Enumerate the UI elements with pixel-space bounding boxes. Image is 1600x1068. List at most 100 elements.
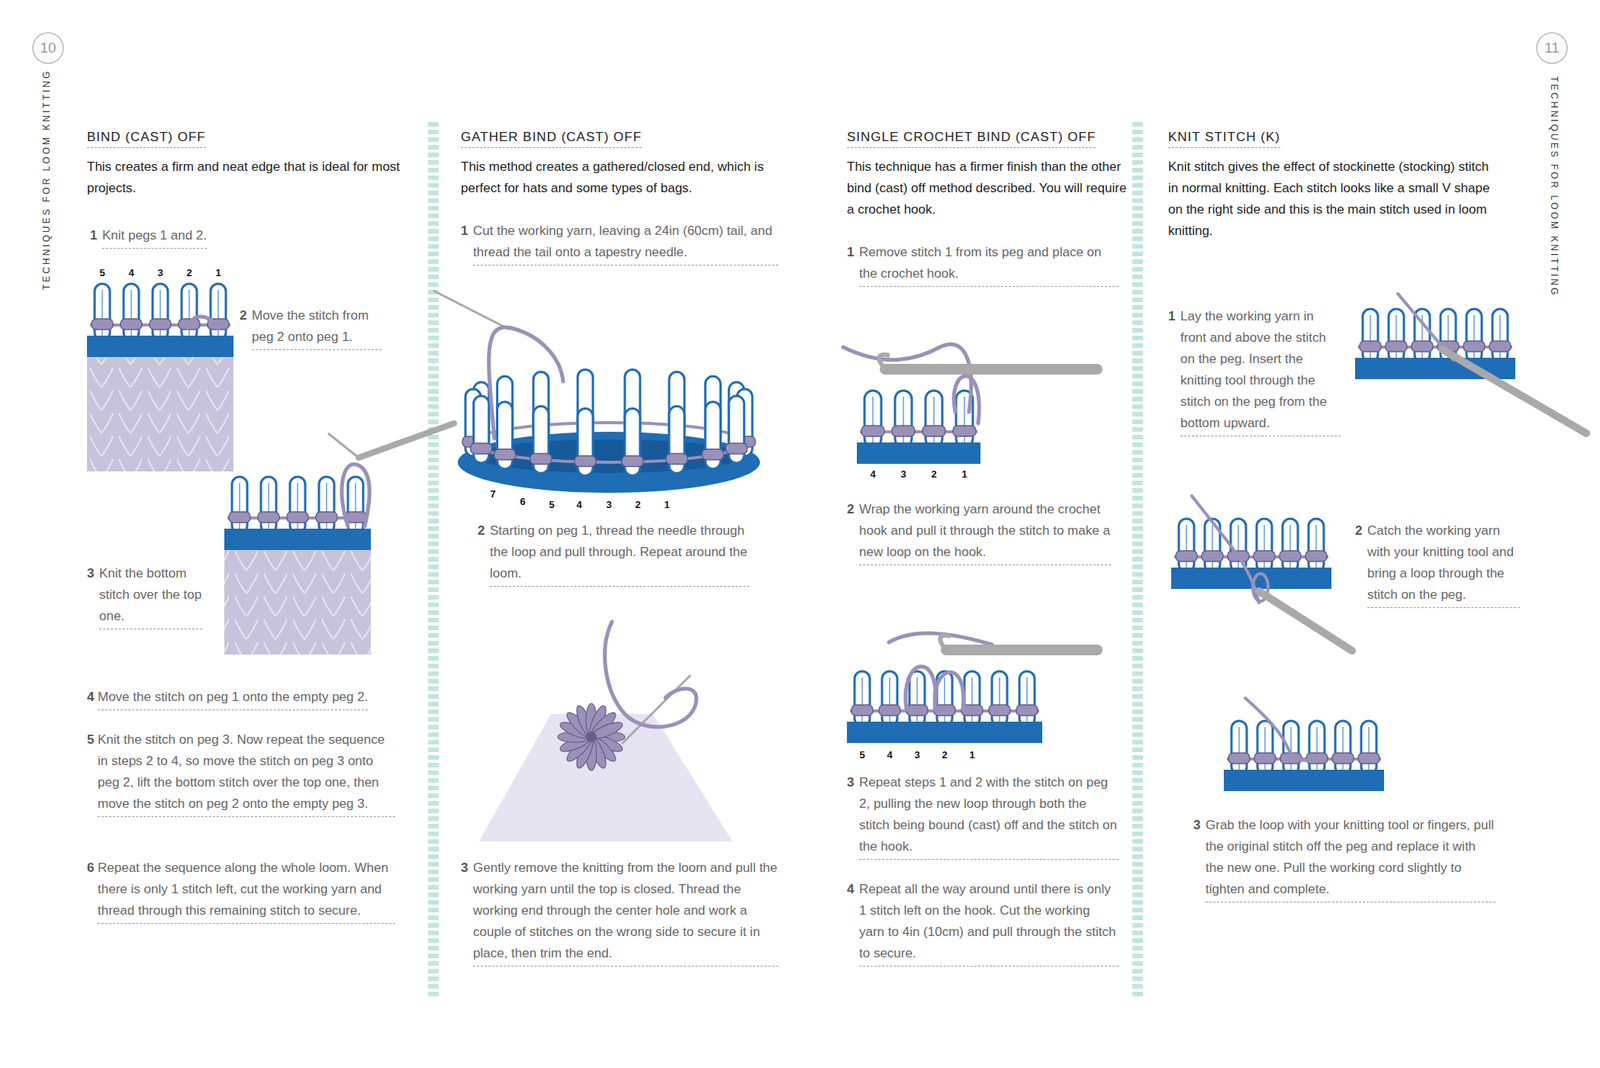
loom-base bbox=[846, 721, 1043, 744]
stitch-loop bbox=[952, 425, 976, 437]
stitch-loop bbox=[1016, 705, 1038, 716]
page-circle bbox=[1536, 32, 1568, 64]
loom-peg bbox=[1388, 309, 1404, 363]
step-number: 2 bbox=[477, 520, 485, 542]
peg-number: 7 bbox=[489, 488, 496, 500]
step-number: 2 bbox=[239, 305, 247, 327]
stitch-loop bbox=[1385, 341, 1407, 352]
stitch-loop bbox=[1463, 341, 1485, 352]
peg-number: 2 bbox=[186, 267, 192, 279]
loom-peg bbox=[1309, 721, 1325, 775]
knitted-fabric bbox=[479, 714, 733, 842]
stitch-loop bbox=[891, 425, 915, 437]
step-text: Repeat steps 1 and 2 with the stitch on … bbox=[859, 772, 1119, 860]
peg-number: 2 bbox=[930, 468, 937, 480]
loom-base bbox=[86, 335, 234, 358]
loom-base bbox=[224, 528, 371, 551]
loom-peg bbox=[1257, 721, 1273, 775]
step-number: 2 bbox=[846, 498, 854, 521]
stitch-loop bbox=[725, 443, 747, 454]
knitted-fabric bbox=[224, 550, 371, 655]
loom-peg bbox=[1466, 309, 1482, 363]
stitch-loop bbox=[1228, 753, 1250, 764]
loom-base bbox=[1223, 769, 1385, 792]
stitch-loop bbox=[1253, 550, 1275, 562]
stitch-loop bbox=[851, 705, 873, 716]
yarn bbox=[1191, 495, 1259, 603]
peg-number: 4 bbox=[128, 267, 134, 279]
stitch-loop bbox=[286, 511, 309, 523]
section-heading: KNIT STITCH (K) bbox=[1168, 129, 1281, 149]
step-text: Cut the working yarn, leaving a 24in (60… bbox=[473, 220, 779, 266]
loom-base bbox=[856, 442, 981, 464]
step-text: Lay the working yarn in front and above … bbox=[1180, 305, 1341, 437]
loom-peg bbox=[210, 283, 226, 341]
intro-text: This technique has a firmer finish than … bbox=[846, 156, 1137, 221]
yarn bbox=[341, 463, 370, 527]
step-text: Move the stitch on peg 1 onto the empty … bbox=[97, 686, 368, 711]
stitch-loop bbox=[1254, 753, 1276, 764]
peg-number: 1 bbox=[663, 498, 670, 511]
stitch-loop bbox=[1358, 753, 1380, 764]
yarn bbox=[473, 422, 745, 463]
section-heading: BIND (CAST) OFF bbox=[86, 129, 207, 149]
gather-center bbox=[585, 731, 597, 743]
page-number: 11 bbox=[1544, 39, 1560, 57]
loom-peg bbox=[1282, 518, 1298, 573]
step-text: Knit the bottom stitch over the top one. bbox=[99, 563, 203, 630]
running-head: TECHNIQUES FOR LOOM KNITTING bbox=[41, 69, 52, 290]
column-divider bbox=[1132, 122, 1143, 1000]
stitch-loop bbox=[906, 705, 928, 716]
step-number: 3 bbox=[86, 563, 94, 585]
loom-peg bbox=[1492, 309, 1508, 363]
stitch-loop bbox=[1359, 341, 1382, 352]
loom-peg bbox=[864, 390, 882, 448]
stitch-loop bbox=[530, 453, 552, 465]
stitch-loop bbox=[922, 425, 946, 437]
yarn bbox=[1245, 698, 1320, 761]
stitch-loop bbox=[1201, 550, 1224, 562]
peg-number: 2 bbox=[941, 749, 947, 761]
knitting-tool bbox=[1258, 591, 1353, 651]
crochet-hook-tip bbox=[940, 635, 951, 651]
step-number: 4 bbox=[86, 686, 94, 709]
step-text: Gently remove the knitting from the loom… bbox=[473, 857, 779, 967]
page-circle bbox=[32, 32, 64, 64]
step-number: 1 bbox=[1168, 305, 1176, 328]
peg-number: 3 bbox=[900, 468, 906, 480]
stitch-loop bbox=[1332, 753, 1354, 764]
peg-number: 1 bbox=[215, 267, 221, 279]
loom-peg bbox=[347, 476, 364, 534]
loom-peg bbox=[894, 390, 912, 448]
section-heading: SINGLE CROCHET BIND (CAST) OFF bbox=[846, 129, 1096, 149]
step-text: Starting on peg 1, thread the needle thr… bbox=[489, 520, 750, 587]
stitch-loop bbox=[1489, 341, 1511, 352]
knitting-tool bbox=[1442, 349, 1587, 434]
stitch-loop bbox=[315, 511, 338, 523]
intro-text: This method creates a gathered/closed en… bbox=[460, 156, 782, 200]
intro-text: Knit stitch gives the effect of stockine… bbox=[1168, 156, 1497, 242]
round-loom-inner bbox=[474, 439, 744, 474]
loom-peg bbox=[1019, 671, 1035, 727]
loom-peg bbox=[1361, 721, 1377, 775]
peg-number: 4 bbox=[886, 749, 892, 761]
step-number: 3 bbox=[1193, 814, 1201, 837]
stitch-loop bbox=[666, 453, 688, 465]
knitting-tool bbox=[328, 433, 359, 458]
peg-number: 1 bbox=[969, 749, 975, 761]
yarn bbox=[905, 666, 936, 710]
page-number: 10 bbox=[39, 39, 56, 57]
step-text: Move the stitch from peg 2 onto peg 1. bbox=[251, 305, 382, 351]
peg-number: 5 bbox=[548, 498, 554, 511]
step-text: Repeat the sequence along the whole loom… bbox=[97, 857, 396, 924]
step-number: 2 bbox=[1355, 520, 1362, 542]
stitch-loop bbox=[988, 705, 1011, 716]
stitch-loop bbox=[574, 456, 596, 467]
loom-peg bbox=[231, 476, 248, 534]
loom-peg bbox=[1362, 309, 1378, 363]
yarn bbox=[934, 672, 964, 710]
step-number: 5 bbox=[86, 729, 94, 751]
loom-peg bbox=[1231, 721, 1247, 775]
stitch-loop bbox=[494, 449, 516, 461]
loom-peg bbox=[94, 283, 110, 341]
